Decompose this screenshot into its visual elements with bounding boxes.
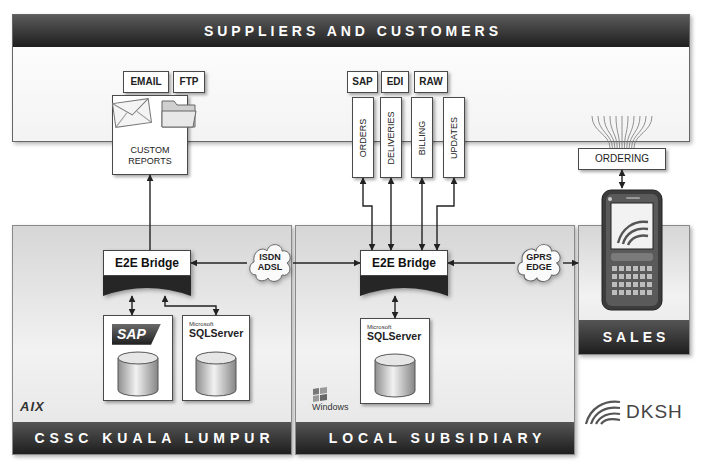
box-label: UPDATES [450,117,459,159]
report-box: CUSTOM REPORTS [112,95,188,175]
flow-box: BILLING [411,97,433,178]
os-logo-text: AIX [20,400,45,414]
dksh-logo-mark [586,402,620,424]
bridge-box: E2E Bridge [360,250,448,296]
bridge-label: E2E Bridge [360,250,448,276]
dksh-logo-mark [596,413,620,424]
flow-box: ORDERS [352,97,374,178]
network-cloud: ISDN ADSL [247,240,293,284]
box-label: EDI [387,76,404,88]
dksh-logo-mark [586,402,620,424]
format-box: SAP [347,71,378,93]
box-label: ORDERS [359,118,368,157]
box-label: SAP [352,76,373,88]
panel-footer: LOCAL SUBSIDIARY [296,422,574,454]
company-logo-text: DKSH [626,402,683,423]
sales-panel: SALES [578,188,690,355]
cloud-shape [518,245,560,282]
site-panel: CSSC KUALA LUMPUR E2E BridgeSAP MicrosoftS… [12,225,292,455]
bridge-box: E2E Bridge [103,250,191,296]
network-cloud: GPRS EDGE [515,240,563,284]
flow-box: UPDATES [443,97,465,178]
box-label: CUSTOM REPORTS [124,145,176,167]
format-box: FTP [173,71,205,93]
dksh-logo-mark [591,408,620,424]
os-logo-text: Windows [312,403,349,413]
band-header: SUPPLIERS AND CUSTOMERS [13,15,689,47]
panel-title: SALES [599,329,670,345]
panel-footer: SALES [579,320,689,354]
sqlserver-database: MicrosoftSQLServer [182,315,250,401]
format-box: RAW [414,71,448,93]
box-label: EMAIL [130,76,161,88]
box-label: RAW [419,76,442,88]
panel-footer: CSSC KUALA LUMPUR [13,422,291,454]
flow-box: DELIVERIES [380,97,402,178]
format-box: EDI [381,71,409,93]
band-title: SUPPLIERS AND CUSTOMERS [200,23,502,39]
sqlserver-logo-small: Microsoft [189,321,213,327]
cloud-label: GPRS EDGE [524,252,554,273]
panel-title: CSSC KUALA LUMPUR [29,430,274,446]
panel-title: LOCAL SUBSIDIARY [324,430,547,446]
bridge-arch [360,276,448,296]
sqlserver-logo: SQLServer [189,328,243,340]
bridge-box-face [104,251,191,276]
bridge-label: E2E Bridge [103,250,191,276]
sqlserver-logo: SQLServer [367,331,421,343]
sqlserver-database: MicrosoftSQLServer [360,318,430,404]
panel-body: SALES [578,225,690,355]
bridge-arch [103,276,191,296]
sap-database: SAP [103,315,173,401]
sqlserver-logo-small: Microsoft [367,324,391,330]
connector [621,170,622,188]
format-box: EMAIL [123,71,169,93]
dksh-logo-mark [601,419,620,424]
ordering-box: ORDERING [578,148,666,170]
box-label: BILLING [418,120,427,155]
bridge-box-face [361,251,448,276]
box-label: ORDERING [595,153,649,165]
box-label: DELIVERIES [387,111,396,164]
cloud-label: ISDN ADSL [255,252,285,273]
box-label: FTP [180,76,199,88]
sap-logo: SAP [112,324,161,345]
pda-phone [626,197,640,199]
pda-phone [608,197,612,201]
cloud-shape [250,245,290,282]
